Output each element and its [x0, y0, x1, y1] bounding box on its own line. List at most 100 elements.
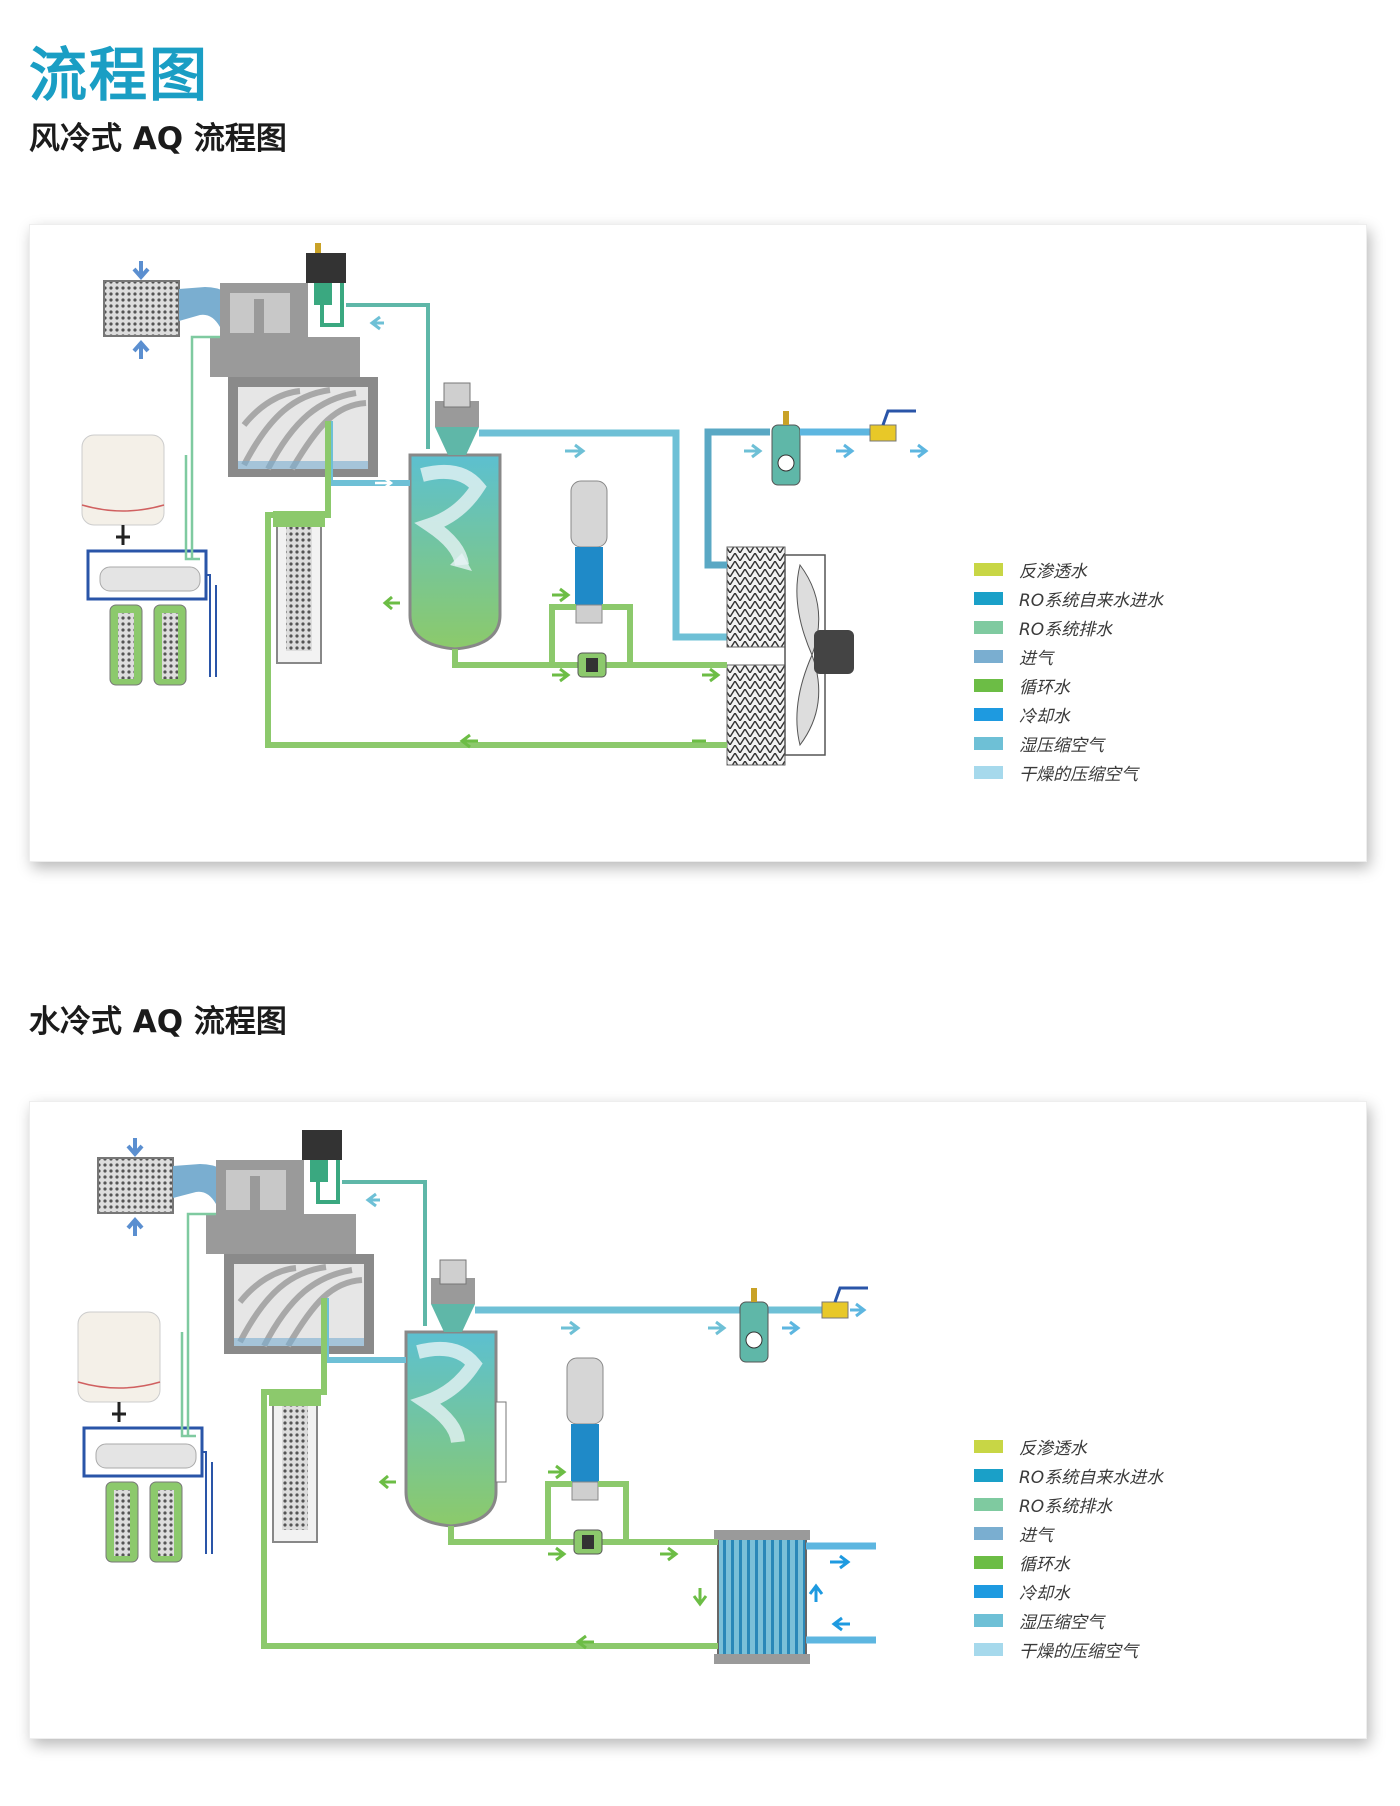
legend-swatch — [974, 592, 1003, 605]
flow-arrow-icon — [836, 443, 855, 459]
outlet-arrow-icon — [910, 443, 929, 459]
flow-arrow-icon — [565, 443, 586, 459]
legend-label: RO系统自来水进水 — [1019, 591, 1164, 611]
flow-arrow-icon — [459, 733, 478, 749]
legend: 反渗透水 RO系统自来水进水 RO系统排水 进气 循环水 冷却水 湿压缩空气 干… — [974, 555, 1163, 787]
legend-swatch — [974, 1440, 1003, 1453]
flow-arrow-icon — [552, 587, 571, 603]
legend-item: 冷却水 — [974, 700, 1163, 729]
legend-item: 干燥的压缩空气 — [974, 758, 1163, 787]
water-filter-cartridge — [269, 1390, 321, 1543]
circulation-pump — [570, 480, 608, 624]
cooling-water-out-arrow-icon — [830, 1554, 851, 1570]
flow-arrow-icon — [375, 476, 394, 490]
flow-arrow-icon — [561, 1320, 581, 1336]
circulation-pump — [566, 1357, 604, 1501]
legend-item: 反渗透水 — [974, 555, 1163, 584]
legend-label: 干燥的压缩空气 — [1019, 1642, 1138, 1662]
solenoid-valve — [302, 1130, 342, 1204]
flow-arrow-icon — [744, 443, 763, 459]
legend-label: RO系统自来水进水 — [1019, 1468, 1164, 1488]
water-cooled-flow-diagram — [77, 1130, 876, 1664]
compressor-airend — [210, 283, 378, 477]
compressor-airend — [206, 1160, 374, 1354]
legend-item: 进气 — [974, 642, 1163, 671]
diagram-panel-water-cooled: 反渗透水 RO系统自来水进水 RO系统排水 进气 循环水 冷却水 湿压缩空气 干… — [29, 1101, 1367, 1739]
intake-arrow-icon — [132, 261, 150, 359]
legend-label: 冷却水 — [1019, 707, 1070, 727]
legend-swatch — [974, 563, 1003, 576]
diagram-panel-air-cooled: 反渗透水 RO系统自来水进水 RO系统排水 进气 循环水 冷却水 湿压缩空气 干… — [29, 224, 1367, 862]
ball-valve — [821, 1286, 868, 1319]
legend-item: RO系统自来水进水 — [974, 584, 1163, 613]
flow-arrow-icon — [808, 1583, 824, 1602]
legend-label: 循环水 — [1019, 1555, 1070, 1575]
legend-swatch — [974, 1614, 1003, 1627]
check-valve — [573, 1529, 603, 1555]
legend-item: 进气 — [974, 1519, 1163, 1548]
legend-swatch — [974, 1643, 1003, 1656]
flow-arrow-icon — [702, 667, 721, 683]
ball-valve — [869, 409, 916, 442]
flow-arrow-icon — [660, 1546, 679, 1562]
legend-label: 进气 — [1019, 1526, 1053, 1546]
legend-label: 反渗透水 — [1019, 1439, 1087, 1459]
check-valve — [577, 652, 607, 678]
legend-item: 冷却水 — [974, 1577, 1163, 1606]
section-title-water-cooled: 水冷式 AQ 流程图 — [29, 1004, 287, 1040]
legend-label: 湿压缩空气 — [1019, 1613, 1104, 1633]
solenoid-valve — [306, 243, 346, 327]
oil-water-separator-tank — [404, 1259, 507, 1528]
legend-swatch — [974, 679, 1003, 692]
legend-item: RO系统自来水进水 — [974, 1461, 1163, 1490]
legend-label: 反渗透水 — [1019, 562, 1087, 582]
legend-item: 循环水 — [974, 1548, 1163, 1577]
air-cooler-radiator — [726, 546, 854, 766]
water-separator — [771, 411, 801, 486]
water-cooled-heat-exchanger — [714, 1530, 810, 1664]
flow-arrow-icon — [369, 315, 384, 331]
water-separator — [739, 1288, 769, 1363]
legend: 反渗透水 RO系统自来水进水 RO系统排水 进气 循环水 冷却水 湿压缩空气 干… — [974, 1432, 1163, 1664]
legend-swatch — [974, 766, 1003, 779]
cooling-water-in-arrow-icon — [831, 1616, 850, 1632]
water-filter-cartridge — [273, 511, 325, 664]
legend-swatch — [974, 1527, 1003, 1540]
legend-swatch — [974, 1469, 1003, 1482]
outlet-arrow-icon — [850, 1302, 867, 1318]
flow-arrow-icon — [382, 595, 400, 611]
ro-system — [77, 1212, 216, 1563]
flow-arrow-icon — [782, 1320, 801, 1336]
flow-arrow-icon — [692, 1588, 708, 1607]
intake-arrow-icon — [126, 1138, 144, 1236]
air-cooled-flow-diagram — [81, 243, 929, 766]
legend-swatch — [974, 708, 1003, 721]
legend-swatch — [974, 621, 1003, 634]
ro-system — [81, 335, 220, 686]
legend-swatch — [974, 1498, 1003, 1511]
legend-label: 冷却水 — [1019, 1584, 1070, 1604]
legend-label: 湿压缩空气 — [1019, 736, 1104, 756]
legend-item: 湿压缩空气 — [974, 729, 1163, 758]
oil-water-separator-tank — [408, 382, 502, 651]
legend-swatch — [974, 1556, 1003, 1569]
legend-swatch — [974, 737, 1003, 750]
flow-arrow-icon — [575, 1634, 594, 1650]
flow-arrow-icon — [708, 1320, 727, 1336]
flow-arrow-icon — [548, 1464, 567, 1480]
legend-swatch — [974, 1585, 1003, 1598]
legend-item: 循环水 — [974, 671, 1163, 700]
legend-item: 反渗透水 — [974, 1432, 1163, 1461]
legend-item: RO系统排水 — [974, 613, 1163, 642]
flow-arrow-icon — [548, 1546, 567, 1562]
legend-label: RO系统排水 — [1019, 1497, 1113, 1517]
legend-label: RO系统排水 — [1019, 620, 1113, 640]
legend-label: 循环水 — [1019, 678, 1070, 698]
legend-item: 湿压缩空气 — [974, 1606, 1163, 1635]
flow-arrow-icon — [552, 667, 571, 683]
legend-label: 进气 — [1019, 649, 1053, 669]
legend-label: 干燥的压缩空气 — [1019, 765, 1138, 785]
legend-swatch — [974, 650, 1003, 663]
section-title-air-cooled: 风冷式 AQ 流程图 — [29, 121, 287, 157]
page-title: 流程图 — [29, 41, 210, 109]
